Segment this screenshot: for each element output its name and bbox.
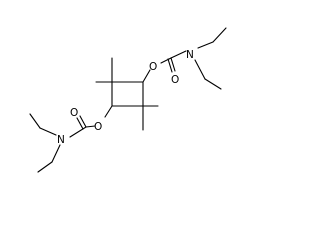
ethyl-bond bbox=[194, 59, 206, 80]
carbonyl-bond bbox=[170, 57, 176, 72]
amide-bond bbox=[69, 126, 87, 138]
ethyl-bond bbox=[51, 144, 61, 163]
ethyl-bond bbox=[37, 161, 53, 173]
oxygen-ester-label-right: O bbox=[149, 61, 157, 73]
ethyl-bond bbox=[29, 113, 41, 129]
nitrogen-label-left: N bbox=[57, 134, 65, 146]
ester-bond bbox=[160, 57, 172, 64]
ethyl-bond bbox=[197, 41, 214, 49]
atom-labels: N O O N O O bbox=[57, 49, 194, 146]
ethyl-bond bbox=[212, 27, 227, 43]
ethyl-bond bbox=[204, 78, 222, 90]
ester-bond bbox=[85, 125, 96, 128]
oxygen-carbonyl-label-left: O bbox=[70, 107, 78, 119]
bonds bbox=[29, 27, 227, 173]
amide-bond bbox=[170, 50, 187, 59]
carbonyl-bond bbox=[167, 58, 173, 73]
molecule-structure: N O O N O O bbox=[29, 27, 227, 173]
nitrogen-label-right: N bbox=[186, 49, 194, 61]
oxygen-carbonyl-label-right: O bbox=[171, 74, 179, 86]
oxygen-ester-label-left: O bbox=[94, 121, 102, 133]
carbonyl-bond bbox=[76, 117, 84, 130]
structure-canvas: N O O N O O bbox=[29, 27, 227, 173]
ester-bond bbox=[104, 105, 113, 118]
carbonyl-bond bbox=[79, 115, 87, 128]
ethyl-bond bbox=[39, 127, 57, 136]
ester-bond bbox=[142, 69, 151, 83]
